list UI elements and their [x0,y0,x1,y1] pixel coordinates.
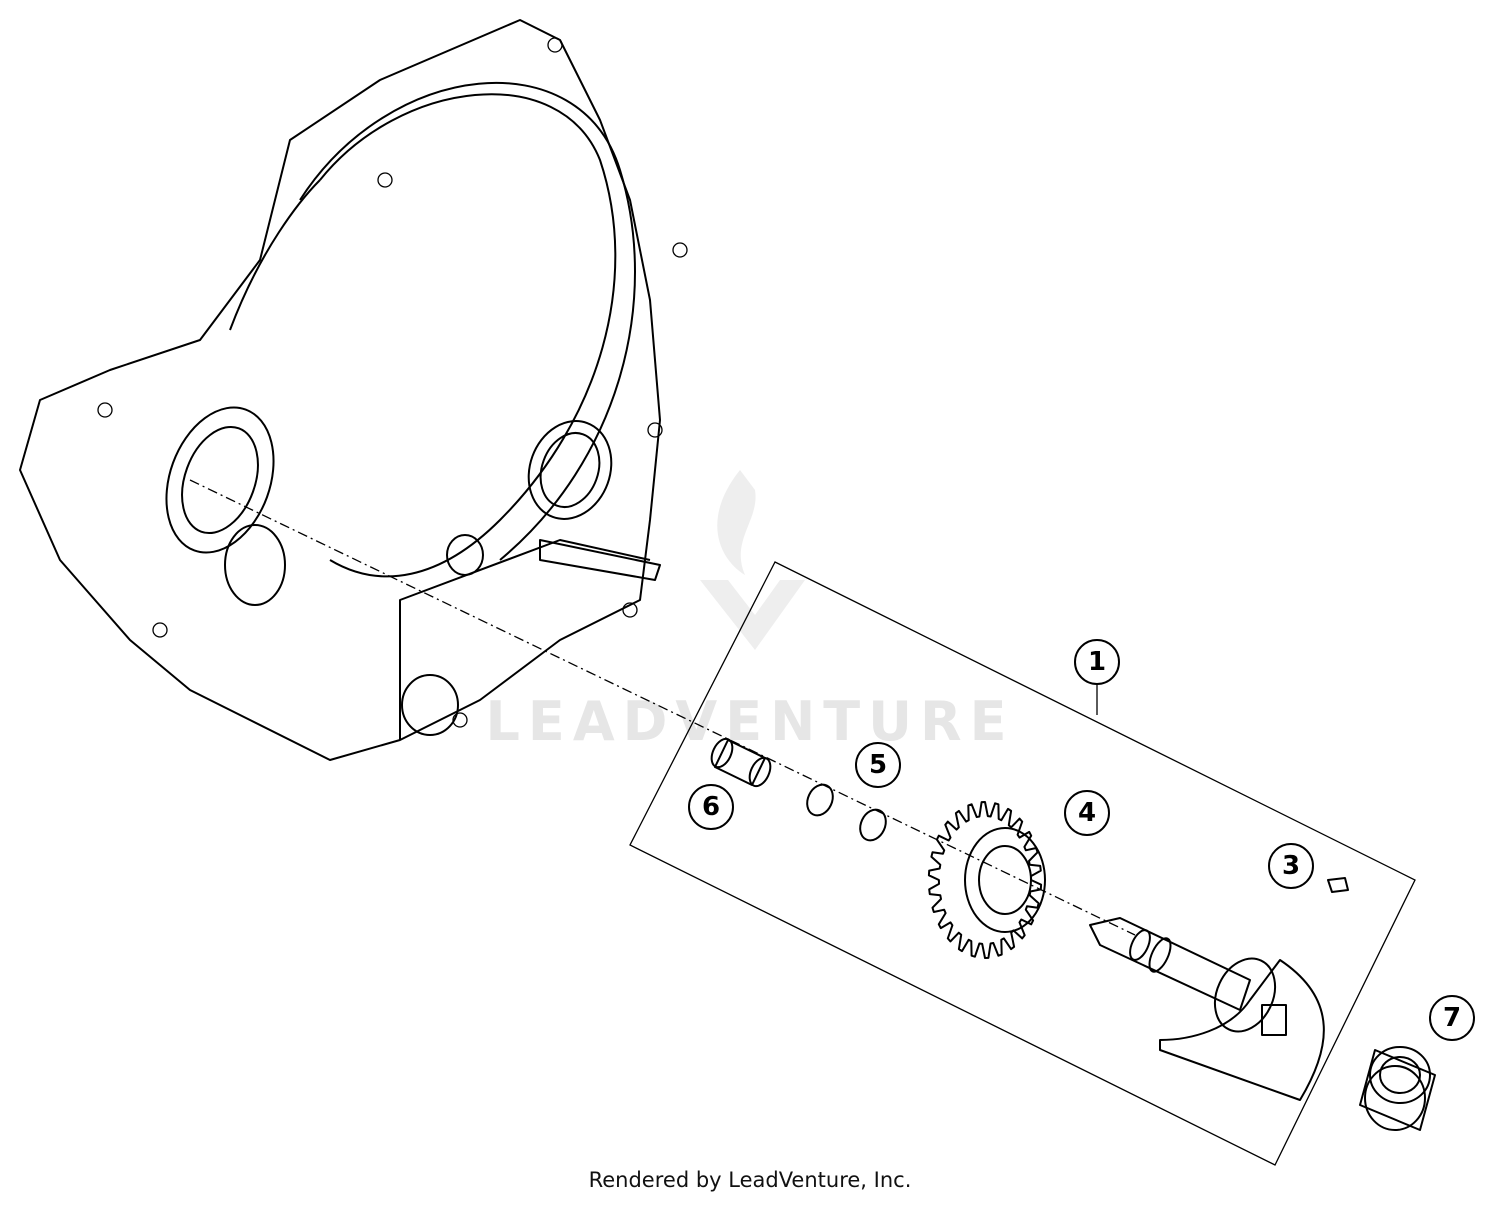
svg-text:4: 4 [1078,798,1096,828]
bushing-part-6 [710,737,772,788]
gear-part-4 [927,801,1046,959]
svg-text:7: 7 [1443,1003,1461,1033]
gear-hub [978,845,1032,915]
svg-text:6: 6 [702,792,720,822]
callout-1[interactable]: 1 [1074,639,1120,685]
washer-part-5a [806,783,834,817]
callout-6[interactable]: 6 [688,784,734,830]
woodruff-key-part-3 [1327,877,1349,893]
svg-text:1: 1 [1088,647,1106,677]
watermark-text: LEADVENTURE [486,690,1015,753]
washer-part-5b [859,808,887,842]
seal-part-7 [1359,1046,1436,1131]
render-credit-caption: Rendered by LeadVenture, Inc. [588,1168,912,1192]
watermark-logo: LEADVENTURE [486,470,1015,753]
callout-7[interactable]: 7 [1429,995,1475,1041]
kit-outline-box [629,561,1416,1166]
kickstarter-shaft [1089,917,1325,1101]
gear-teeth [927,801,1043,959]
callout-3[interactable]: 3 [1268,843,1314,889]
engine-cover-housing [19,19,688,761]
svg-text:5: 5 [869,750,887,780]
callout-5[interactable]: 5 [855,742,901,788]
gear-hub [964,827,1046,933]
svg-text:3: 3 [1282,851,1300,881]
assembly-axis-line [189,479,1136,936]
callout-4[interactable]: 4 [1064,790,1110,836]
